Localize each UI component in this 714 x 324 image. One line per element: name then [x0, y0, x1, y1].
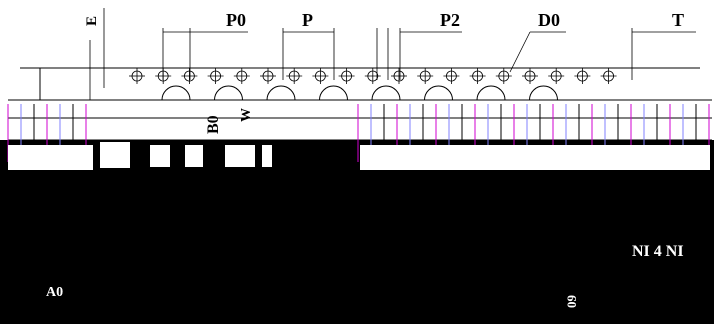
sprocket-hole — [522, 68, 538, 84]
sprocket-hole — [233, 68, 250, 84]
tape-outline — [8, 40, 712, 141]
sprocket-hole — [417, 68, 434, 84]
label-right-fragment: NI 4 NI — [632, 243, 684, 260]
sprocket-hole — [260, 68, 276, 84]
label-b0: B0 — [205, 115, 222, 134]
sprocket-hole — [129, 68, 145, 84]
pocket-arch — [214, 85, 243, 101]
sprocket-hole — [364, 68, 381, 84]
label-p: P — [302, 10, 313, 30]
sprocket-hole — [207, 68, 224, 84]
pocket-arch — [424, 85, 453, 101]
sprocket-holes — [129, 68, 617, 84]
pocket-arch — [266, 85, 296, 101]
label-d0: D0 — [538, 10, 560, 30]
pocket-arch — [476, 85, 506, 101]
pocket-arches — [161, 85, 558, 101]
sprocket-hole — [391, 68, 407, 84]
sprocket-hole — [600, 68, 617, 84]
pocket-arch — [371, 85, 401, 101]
lower-black-band — [0, 170, 714, 324]
sprocket-hole — [469, 68, 486, 84]
sprocket-hole — [495, 68, 512, 84]
sprocket-hole — [312, 68, 329, 84]
label-t: T — [672, 10, 684, 30]
label-w: W — [239, 108, 254, 122]
label-p0: P0 — [226, 10, 246, 30]
sprocket-hole — [443, 68, 460, 84]
sprocket-hole — [338, 68, 355, 84]
band-white-blocks — [8, 142, 710, 170]
label-e: E — [84, 16, 100, 26]
pocket-arch — [319, 85, 348, 101]
label-a0: A0 — [46, 285, 63, 300]
pocket-arch — [529, 85, 558, 101]
label-bottom-mid: 09 — [564, 295, 579, 309]
pocket-arch — [161, 85, 191, 101]
sprocket-hole — [574, 68, 591, 84]
dimension-lines — [103, 8, 696, 88]
sprocket-hole — [181, 68, 198, 84]
sprocket-hole — [286, 68, 303, 84]
sprocket-hole — [548, 68, 565, 84]
label-p2: P2 — [440, 10, 460, 30]
